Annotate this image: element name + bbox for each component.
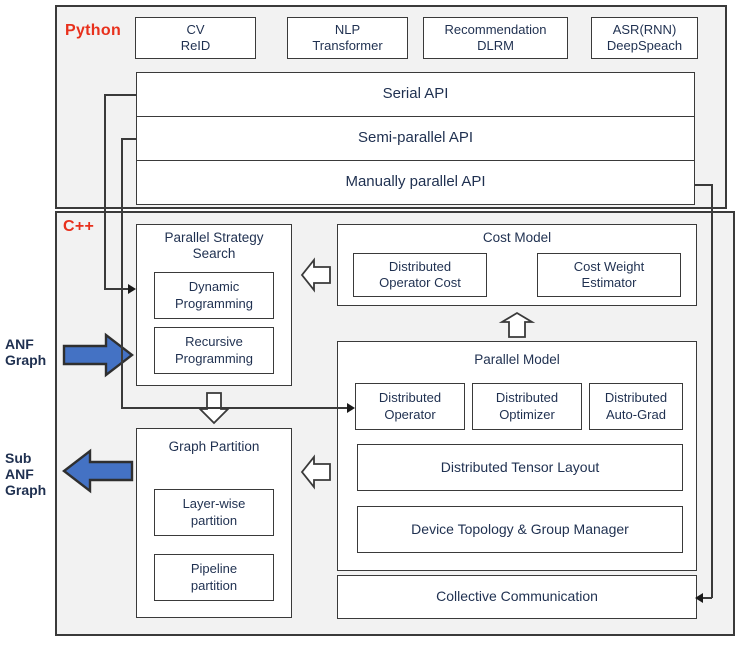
parallel-model-box-device-topology-group-manager[interactable]: Device Topology & Group Manager <box>357 506 683 553</box>
app-box-nlp-transformer[interactable]: NLP Transformer <box>287 17 408 59</box>
pm-box-line1: Distributed <box>604 390 668 406</box>
app-box-line1: ASR(RNN) <box>612 21 677 37</box>
parallel-model-to-partition-hollow-arrow-icon <box>300 454 332 490</box>
manual-api-connector-arrowhead <box>695 593 703 603</box>
cost-model-box-cost-weight-estimator[interactable]: Cost Weight Estimator <box>537 253 681 297</box>
app-box-line1: NLP <box>334 21 361 37</box>
api-box-manually-parallel[interactable]: Manually parallel API <box>136 160 695 205</box>
manual-api-connector-v <box>711 184 713 598</box>
cost-box-line2: Estimator <box>581 275 637 290</box>
manual-api-connector-h2 <box>703 597 712 599</box>
serial-api-connector-h1 <box>104 94 137 96</box>
pm-box-line2: Auto-Grad <box>606 406 666 422</box>
pm-box-line2: Optimizer <box>499 406 555 422</box>
parallel-model-to-cost-model-hollow-arrow-icon <box>498 311 536 339</box>
collective-communication-box[interactable]: Collective Communication <box>337 575 697 619</box>
parallel-model-box-distributed-operator[interactable]: Distributed Operator <box>355 383 465 430</box>
app-box-line1: Recommendation <box>444 21 547 37</box>
app-box-line1: CV <box>186 21 205 37</box>
app-box-line2: Transformer <box>312 38 383 53</box>
strategy-box-line1: Dynamic <box>188 279 240 295</box>
strategy-box-dynamic-programming[interactable]: Dynamic Programming <box>154 272 274 319</box>
cost-box-line1: Cost Weight <box>573 258 645 274</box>
app-box-line2: DeepSpeach <box>606 38 683 53</box>
partition-box-line2: partition <box>190 512 238 528</box>
api-box-semi-parallel[interactable]: Semi-parallel API <box>136 116 695 161</box>
output-blue-arrow-icon <box>62 448 134 494</box>
output-sub-anf-graph-label: Sub ANF Graph <box>5 450 47 499</box>
app-box-line2: ReID <box>180 38 211 53</box>
graph-partition-title: Graph Partition <box>168 439 260 454</box>
pm-box-line1: Distributed <box>495 390 559 406</box>
serial-api-connector-arrowhead <box>128 284 136 294</box>
serial-api-connector-h2 <box>104 288 128 290</box>
strategy-box-line2: Programming <box>174 295 254 311</box>
input-blue-arrow-icon <box>62 332 134 378</box>
partition-box-line2: partition <box>190 577 238 593</box>
strategy-box-line1: Recursive <box>185 334 243 350</box>
semi-api-connector-arrowhead <box>347 403 355 413</box>
partition-box-line1: Pipeline <box>190 561 238 577</box>
serial-api-connector-v <box>104 94 106 288</box>
api-box-serial[interactable]: Serial API <box>136 72 695 117</box>
partition-box-layer-wise[interactable]: Layer-wise partition <box>154 489 274 536</box>
semi-api-connector-h2 <box>121 407 347 409</box>
parallel-model-box-distributed-auto-grad[interactable]: Distributed Auto-Grad <box>589 383 683 430</box>
input-anf-graph-label: ANF Graph <box>5 336 47 369</box>
parallel-model-box-distributed-optimizer[interactable]: Distributed Optimizer <box>472 383 582 430</box>
semi-api-connector-v <box>121 138 123 408</box>
api-label: Serial API <box>382 85 449 103</box>
parallel-model-box-distributed-tensor-layout[interactable]: Distributed Tensor Layout <box>357 444 683 491</box>
cost-model-box-distributed-operator-cost[interactable]: Distributed Operator Cost <box>353 253 487 297</box>
cost-model-title: Cost Model <box>482 230 552 245</box>
pm-wide-label: Device Topology & Group Manager <box>411 520 629 537</box>
app-box-asr-deepspeach[interactable]: ASR(RNN) DeepSpeach <box>591 17 698 59</box>
app-box-cv-reid[interactable]: CV ReID <box>135 17 256 59</box>
strategy-box-line2: Programming <box>174 350 254 366</box>
partition-box-line1: Layer-wise <box>182 496 246 512</box>
parallel-strategy-search-title: Parallel Strategy Search <box>164 230 264 262</box>
python-layer-label: Python <box>65 22 122 39</box>
api-label: Manually parallel API <box>345 173 486 191</box>
parallel-model-title: Parallel Model <box>474 352 560 367</box>
strategy-box-recursive-programming[interactable]: Recursive Programming <box>154 327 274 374</box>
cost-box-line1: Distributed <box>388 258 452 274</box>
api-label: Semi-parallel API <box>357 129 474 147</box>
app-box-line2: DLRM <box>477 38 514 53</box>
cost-to-strategy-hollow-arrow-icon <box>300 257 332 293</box>
collective-communication-label: Collective Communication <box>436 588 598 605</box>
pm-wide-label: Distributed Tensor Layout <box>440 458 600 475</box>
pm-box-line2: Operator <box>384 406 436 422</box>
cost-box-line2: Operator Cost <box>379 275 461 290</box>
cpp-layer-label: C++ <box>63 218 95 235</box>
semi-api-connector-h1 <box>121 138 137 140</box>
app-box-recommendation-dlrm[interactable]: Recommendation DLRM <box>423 17 568 59</box>
manual-api-connector-h1 <box>695 184 712 186</box>
partition-box-pipeline[interactable]: Pipeline partition <box>154 554 274 601</box>
pm-box-line1: Distributed <box>378 390 442 406</box>
